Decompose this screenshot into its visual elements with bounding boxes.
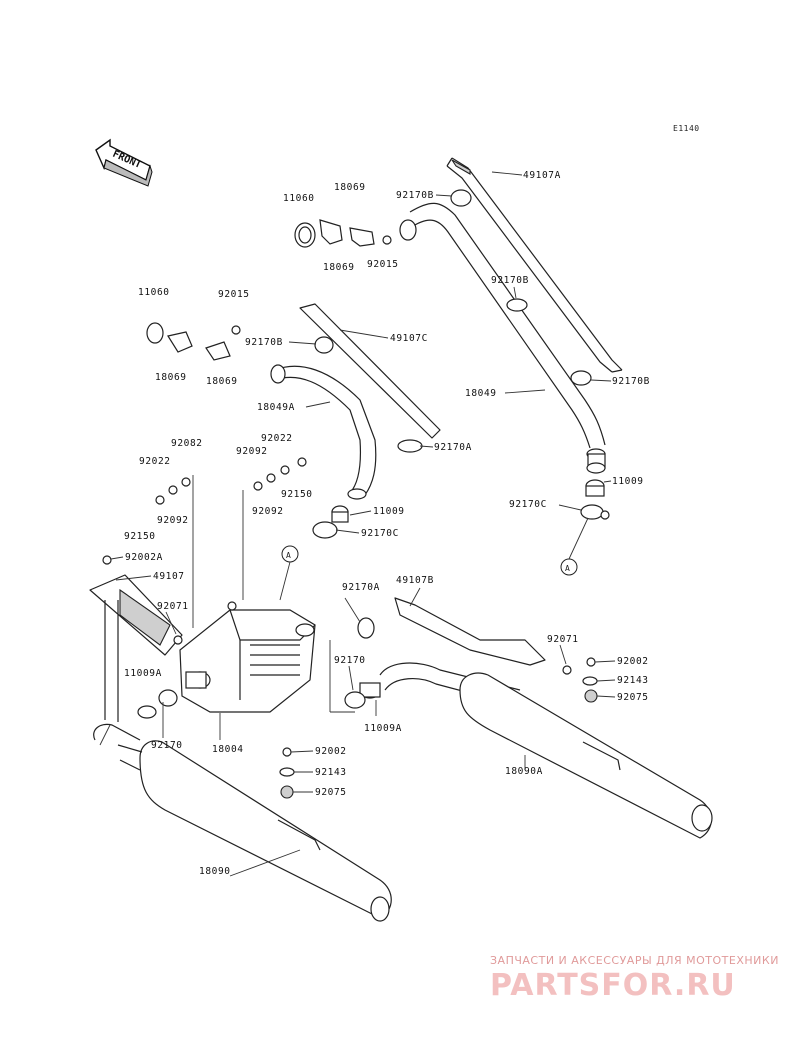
leader-line <box>110 556 124 560</box>
part-number-label: 11060 <box>138 287 170 298</box>
part-number-label: 92002 <box>617 656 649 667</box>
part-number-label: 92092 <box>157 515 189 526</box>
part-number-label: 92170C <box>361 528 399 539</box>
leader-line <box>165 611 177 635</box>
part-number-label: 92170B <box>396 190 434 201</box>
part-number-label: 92170B <box>245 337 283 348</box>
leader-line <box>491 171 523 176</box>
part-number-label: 92170A <box>342 582 380 593</box>
leader-line <box>115 575 152 581</box>
leader-line <box>409 587 421 607</box>
watermark-caption: ЗАПЧАСТИ И АКСЕССУАРЫ ДЛЯ МОТОТЕХНИКИ <box>490 954 779 967</box>
part-number-label: 18069 <box>334 182 366 193</box>
leader-line <box>504 389 546 394</box>
leader-line <box>288 341 317 345</box>
part-number-label: 18069 <box>206 376 238 387</box>
part-number-label: 92150 <box>124 531 156 542</box>
part-number-label: 92075 <box>617 692 649 703</box>
diagram-code: E1140 <box>673 124 700 133</box>
part-number-label: 11009A <box>124 668 162 679</box>
part-number-label: 92022 <box>261 433 293 444</box>
part-number-label: 92170C <box>509 499 547 510</box>
watermark-brand: PARTSFOR.RU <box>490 968 736 1003</box>
chamber-18004 <box>179 601 316 713</box>
part-number-label: 92170 <box>334 655 366 666</box>
part-number-label: 92143 <box>315 767 347 778</box>
leader-line <box>290 750 314 753</box>
leader-line <box>596 679 616 682</box>
part-number-label: 92170A <box>434 442 472 453</box>
part-number-label: 18069 <box>155 372 187 383</box>
part-number-label: 92002A <box>125 552 163 563</box>
part-number-label: 18049A <box>257 402 295 413</box>
leader-line <box>335 529 360 534</box>
part-number-label: 18090 <box>199 866 231 877</box>
ref-marker-a: A <box>279 545 299 601</box>
part-number-label: 18004 <box>212 744 244 755</box>
part-number-label: 18090A <box>505 766 543 777</box>
part-number-label: 92170B <box>491 275 529 286</box>
leader-line <box>348 665 354 691</box>
front-arrow-icon: FRONT <box>95 138 153 187</box>
clamp-ring <box>450 189 472 207</box>
leader-line <box>349 510 372 516</box>
leader-line <box>513 286 517 299</box>
part-number-label: 92170 <box>151 740 183 751</box>
part-number-label: 92071 <box>547 634 579 645</box>
leader-line <box>435 194 453 197</box>
part-number-label: 92092 <box>252 506 284 517</box>
part-number-label: 92015 <box>218 289 250 300</box>
part-number-label: 92075 <box>315 787 347 798</box>
svg-text:A: A <box>286 551 291 560</box>
part-number-label: 49107 <box>153 571 185 582</box>
part-number-label: 92022 <box>139 456 171 467</box>
leader-line <box>419 445 434 448</box>
part-number-label: 11060 <box>283 193 315 204</box>
part-number-label: 92092 <box>236 446 268 457</box>
part-number-label: 92015 <box>367 259 399 270</box>
part-number-label: 18049 <box>465 388 497 399</box>
part-number-label: 92143 <box>617 675 649 686</box>
leader-line <box>99 724 111 746</box>
header-pipe-rear <box>409 157 623 474</box>
part-number-label: 49107B <box>396 575 434 586</box>
svg-text:A: A <box>565 564 570 573</box>
leader-line <box>559 644 567 665</box>
part-number-label: 92150 <box>281 489 313 500</box>
leader-line <box>229 849 301 877</box>
leader-line <box>339 329 389 339</box>
pipe-49107 <box>89 574 183 722</box>
header-pipe-front <box>274 303 441 500</box>
leader-line <box>558 504 582 511</box>
muffler-18090a <box>379 597 713 839</box>
part-number-label: 92002 <box>315 746 347 757</box>
part-number-label: 49107A <box>523 170 561 181</box>
part-number-label: 49107C <box>390 333 428 344</box>
ref-marker-a-2: A <box>560 517 589 576</box>
leader-line <box>344 597 361 623</box>
part-number-label: 11009A <box>364 723 402 734</box>
part-number-label: 92071 <box>157 601 189 612</box>
leader-line <box>305 401 331 408</box>
leader-line <box>590 379 612 382</box>
part-number-label: 11009 <box>373 506 405 517</box>
leader-line <box>603 480 612 483</box>
part-number-label: 92082 <box>171 438 203 449</box>
part-number-label: 92170B <box>612 376 650 387</box>
part-number-label: 18069 <box>323 262 355 273</box>
leader-line <box>596 695 616 698</box>
part-number-label: 11009 <box>612 476 644 487</box>
leader-line <box>594 660 616 663</box>
muffler-18090 <box>93 723 392 922</box>
